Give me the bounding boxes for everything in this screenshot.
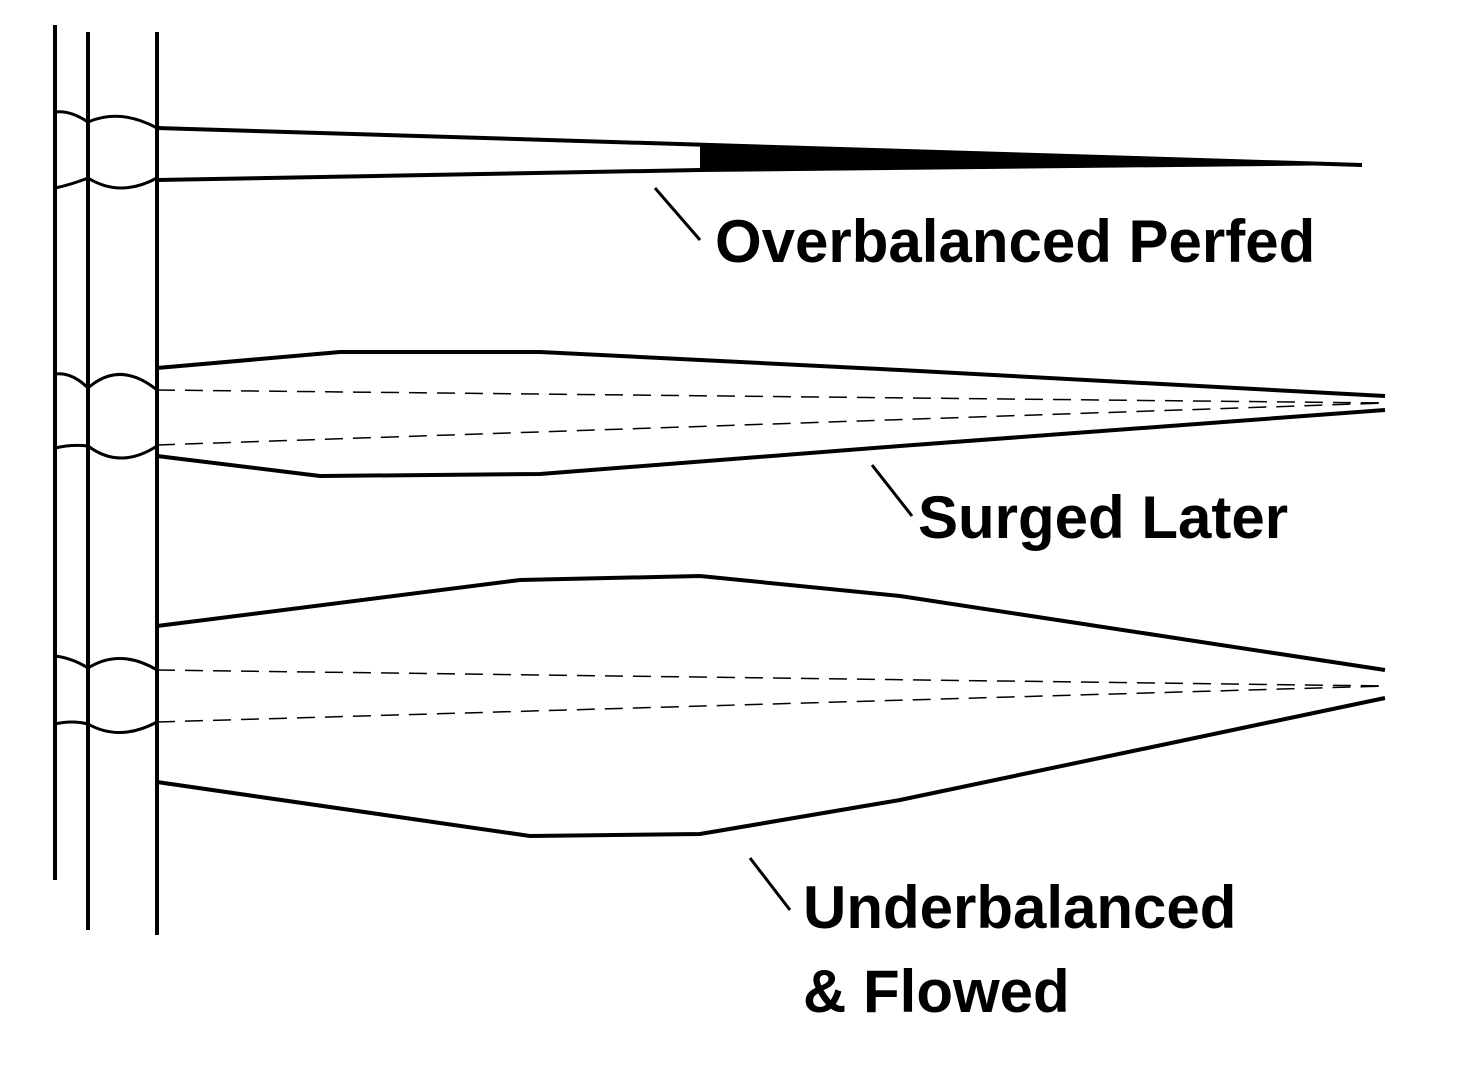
tunnel-centerline-lower bbox=[156, 402, 1386, 446]
label-underbalanced-line1: Underbalanced bbox=[803, 874, 1236, 941]
perf-entry-bottom bbox=[54, 443, 158, 460]
label-underbalanced-line2: & Flowed bbox=[803, 958, 1070, 1025]
perf-entry-top bbox=[54, 654, 158, 672]
label-leader-underbalanced bbox=[748, 857, 792, 911]
tunnel-lower-edge bbox=[156, 168, 701, 182]
debris-plug bbox=[700, 144, 1362, 172]
cleaned-zone-lower bbox=[156, 696, 1386, 839]
cleaned-zone-upper bbox=[156, 350, 1386, 398]
perf-entry-bottom bbox=[54, 720, 158, 734]
perforation-surged: Surged Later bbox=[54, 350, 1386, 551]
cleaned-zone-lower bbox=[156, 408, 1386, 479]
label-surged: Surged Later bbox=[918, 484, 1288, 551]
label-overbalanced: Overbalanced Perfed bbox=[715, 208, 1315, 275]
cleaned-zone-upper bbox=[156, 573, 1386, 672]
tunnel-centerline-upper bbox=[156, 669, 1386, 687]
perf-entry-top bbox=[54, 110, 158, 130]
perf-entry-bottom bbox=[54, 176, 158, 190]
label-leader-surged bbox=[870, 464, 914, 517]
perforation-overbalanced: Overbalanced Perfed bbox=[54, 110, 1363, 275]
perf-entry-top bbox=[54, 372, 158, 392]
perforation-underbalanced: Underbalanced & Flowed bbox=[54, 573, 1386, 1025]
tunnel-centerline-upper bbox=[156, 389, 1386, 404]
label-leader-overbalanced bbox=[653, 187, 702, 241]
wellbore bbox=[53, 25, 159, 935]
tunnel-centerline-lower bbox=[156, 685, 1386, 723]
